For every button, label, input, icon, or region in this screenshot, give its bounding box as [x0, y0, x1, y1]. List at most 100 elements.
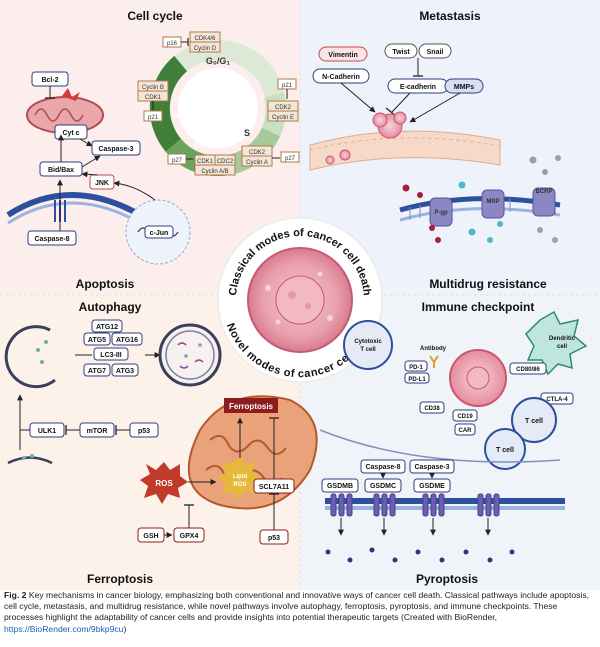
box-pd1: [404, 360, 428, 372]
label-cd38: CD38: [424, 406, 440, 412]
label-dendritic: Dendritic: [549, 336, 576, 342]
box-gsdme: [413, 478, 451, 493]
label-cyclin-d: Cyclin D: [194, 46, 217, 52]
caption-end: ): [123, 623, 127, 634]
title-immune-checkpoint: Immune checkpoint: [422, 300, 535, 314]
label-jnk: JNK: [95, 180, 109, 187]
label-scl7a11: SCL7A11: [259, 484, 289, 491]
title-metastasis: Metastasis: [419, 9, 481, 23]
label-atg12: ATG12: [96, 324, 118, 331]
label-mtor: mTOR: [87, 428, 108, 435]
box-caspase8: [27, 230, 77, 246]
box-cjun: [144, 225, 174, 239]
car-t-cell: T cell: [484, 428, 526, 470]
box-snail: [418, 43, 452, 59]
label-cdk2-bottom: CDK2: [249, 150, 266, 156]
label-cdk1-bottom: CDK1: [197, 159, 214, 165]
label-atg5: ATG5: [88, 337, 106, 344]
label-pdl1: PD-L1: [408, 377, 426, 383]
label-cyclin-b: Cyclin B: [142, 85, 164, 91]
box-atg3: [111, 363, 139, 377]
label-dendritic-cell: cell: [557, 344, 567, 350]
box-mmps: [444, 78, 484, 94]
cyclin-ab-complex: p27 CDK1 CDC2 Cyclin A/B: [167, 153, 236, 176]
label-p16: p16: [167, 41, 178, 47]
label-cyclin-ab: Cyclin A/B: [201, 169, 228, 175]
label-mrp: MRP: [486, 199, 499, 205]
label-cyclin-e: Cyclin E: [272, 115, 294, 121]
box-car: [454, 423, 476, 436]
label-tcell-bottom: T cell: [496, 447, 514, 454]
label-n-cadherin: N-Cadherin: [322, 74, 360, 81]
figure-caption: Fig. 2 Key mechanisms in cancer biology,…: [4, 590, 596, 635]
label-caspase3-pyroptosis: Caspase-3: [414, 464, 449, 471]
label-bcl2: Bcl-2: [41, 77, 58, 84]
drug-molecules: [402, 155, 561, 243]
label-ulk1: ULK1: [38, 428, 56, 435]
box-ferroptosis: [224, 398, 278, 413]
label-gsh: GSH: [143, 533, 158, 540]
label-p53-ferroptosis: p53: [268, 535, 280, 542]
title-ferroptosis: Ferroptosis: [87, 572, 153, 586]
antibody-icon: [429, 355, 439, 368]
tumor-tissue: [309, 111, 501, 171]
mechanism-diagram: Cell cycle Metastasis Apoptosis Multidru…: [0, 0, 600, 590]
label-ctla4: CTLA-4: [546, 397, 568, 403]
label-lc3: LC3-III: [100, 352, 121, 359]
label-atg3: ATG3: [116, 368, 134, 375]
label-cyclin-a: Cyclin A: [246, 160, 268, 166]
label-p27-left: p27: [172, 158, 183, 164]
cell-membrane-apoptosis: [6, 192, 142, 218]
label-cdc2: CDC2: [217, 159, 234, 165]
phase-m: M: [173, 110, 181, 120]
cytotoxic-t-cell: Cytotoxic T cell: [343, 320, 393, 370]
label-antibody: Antibody: [420, 346, 447, 352]
box-cd38: [419, 401, 445, 414]
label-caspase8-pyroptosis: Caspase-8: [365, 464, 400, 471]
label-lipid-ros: ROS: [233, 482, 246, 488]
label-cjun: c-Jun: [150, 230, 169, 237]
label-gsdme: GSDME: [419, 483, 445, 490]
label-atg16: ATG16: [116, 337, 138, 344]
pgp-transporter: P-gp: [429, 197, 453, 227]
phagophore-icon: [4, 325, 56, 389]
gasdermin-pores: [330, 493, 500, 517]
box-p53-ferroptosis: [259, 529, 289, 545]
label-tcell-right: T cell: [525, 418, 543, 425]
label-p21-left: p21: [148, 115, 159, 121]
label-caspase3: Caspase-3: [98, 146, 133, 153]
label-p21-right: p21: [282, 83, 293, 89]
label-ros: ROS: [155, 479, 173, 488]
caption-link[interactable]: https://BioRender.com/9bkp9cu: [4, 623, 124, 634]
title-pyroptosis: Pyroptosis: [416, 572, 478, 586]
tumor-cell-immune: [449, 349, 507, 407]
label-cdk46: CDK4/6: [194, 36, 216, 42]
phase-g2: G₂: [195, 140, 206, 150]
cyclin-b-complex: Cyclin B CDK1 p21: [137, 80, 169, 122]
label-atg7: ATG7: [88, 368, 106, 375]
box-caspase3: [91, 140, 141, 156]
label-ferroptosis: Ferroptosis: [229, 402, 274, 411]
title-cell-cycle: Cell cycle: [127, 9, 183, 23]
label-p27-right: p27: [285, 156, 296, 162]
label-pgp: P-gp: [434, 210, 448, 216]
label-p53-autophagy: p53: [138, 428, 150, 435]
box-cd8086: [509, 362, 547, 375]
label-gpx4: GPX4: [180, 533, 199, 540]
label-gsdmb: GSDMB: [327, 483, 353, 490]
label-cd8086: CD80/86: [516, 367, 540, 373]
phase-s: S: [244, 128, 250, 138]
label-vimentin: Vimentin: [328, 52, 357, 59]
label-cytotoxic: Cytotoxic: [354, 339, 382, 345]
label-cd19: CD19: [457, 414, 473, 420]
title-multidrug-resistance: Multidrug resistance: [429, 277, 547, 291]
cyclin-d-complex: p16 CDK4/6 Cyclin D: [162, 31, 221, 53]
dendritic-cell: Dendritic cell: [525, 310, 588, 376]
label-cdk2-right: CDK2: [275, 105, 292, 111]
label-cytc: Cyt c: [62, 130, 79, 137]
box-atg5: [83, 332, 111, 346]
mrp-transporter: MRP: [481, 189, 505, 219]
phase-g0g1: G₀/G₁: [206, 56, 231, 66]
caption-label: Fig. 2: [4, 590, 27, 600]
released-cytokines: [325, 547, 515, 563]
